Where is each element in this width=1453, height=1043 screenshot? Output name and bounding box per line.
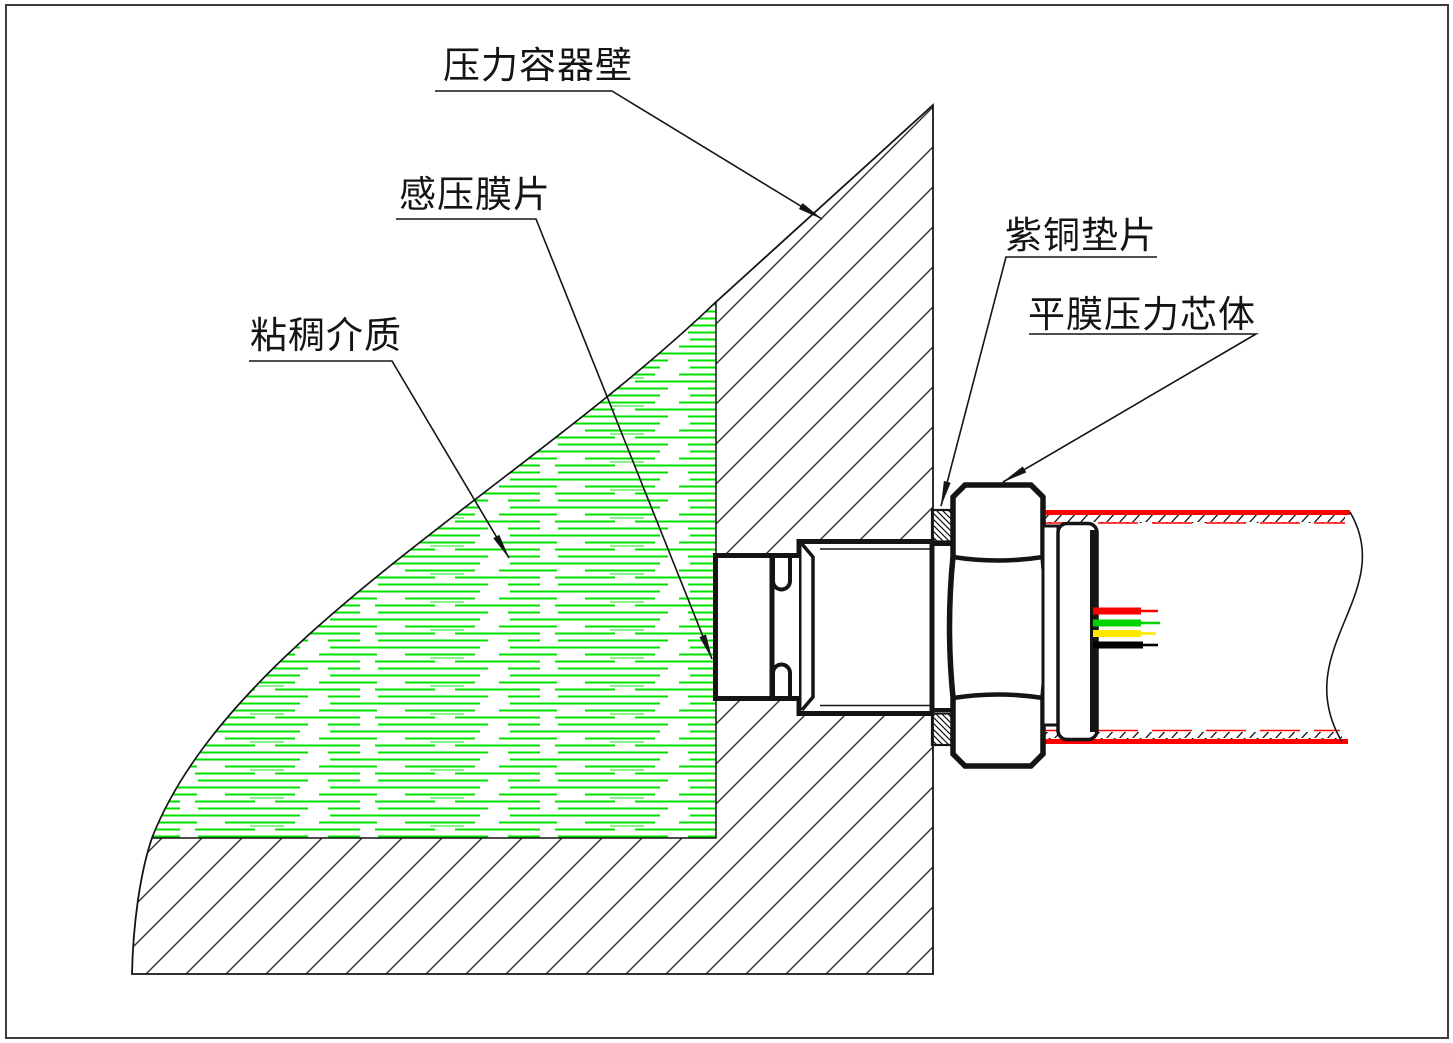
wire-green: [1093, 619, 1141, 627]
leader-vessel-wall: [435, 90, 823, 220]
wire-black: [1093, 641, 1143, 649]
hex-nut-outline: [946, 482, 1050, 769]
label-medium: 粘稠介质: [250, 316, 402, 357]
threaded-body: [796, 539, 935, 716]
diaphragm-capsule: [713, 553, 775, 701]
body-inner-chamfer: [800, 542, 815, 712]
conduit-wall-hatch-top: [1042, 515, 1345, 523]
cable-conduit: [1042, 510, 1364, 744]
hex-face-line-bottom: [952, 692, 1044, 701]
wire-yellow: [1093, 630, 1141, 637]
viscous-medium-region: [150, 300, 717, 839]
seal-groove-bottom: [771, 662, 792, 698]
leader-core: [1002, 333, 1259, 483]
core-connector: [1041, 521, 1099, 742]
label-gasket: 紫铜垫片: [1005, 216, 1157, 257]
seal-groove-top: [771, 556, 792, 592]
gasket-bottom-section: [930, 712, 955, 747]
leader-diaphragm: [396, 218, 713, 660]
label-core: 平膜压力芯体: [1028, 295, 1256, 336]
leader-gasket: [940, 256, 1157, 507]
label-vessel-wall: 压力容器壁: [443, 45, 633, 87]
conduit-wall-hatch-bottom: [1042, 732, 1342, 741]
label-diaphragm: 感压膜片: [399, 174, 551, 216]
hex-nut: [946, 482, 1050, 769]
connector-flange: [1041, 524, 1060, 727]
callout-labels: 压力容器壁 感压膜片 粘稠介质 紫铜垫片 平膜压力芯体: [250, 45, 1256, 357]
wire-red: [1093, 607, 1141, 615]
medium-hatched-area: [150, 300, 717, 839]
lead-wires: [1093, 607, 1160, 649]
conduit-break-line: [1325, 511, 1364, 743]
hex-face-line-top: [952, 554, 1044, 563]
leader-lines: [249, 90, 1259, 660]
diaphragm-head: [713, 553, 799, 701]
gasket-top-section: [930, 508, 955, 543]
leader-medium: [249, 360, 510, 559]
sensor-body: [796, 539, 955, 716]
thread-root-lines: [820, 548, 930, 707]
